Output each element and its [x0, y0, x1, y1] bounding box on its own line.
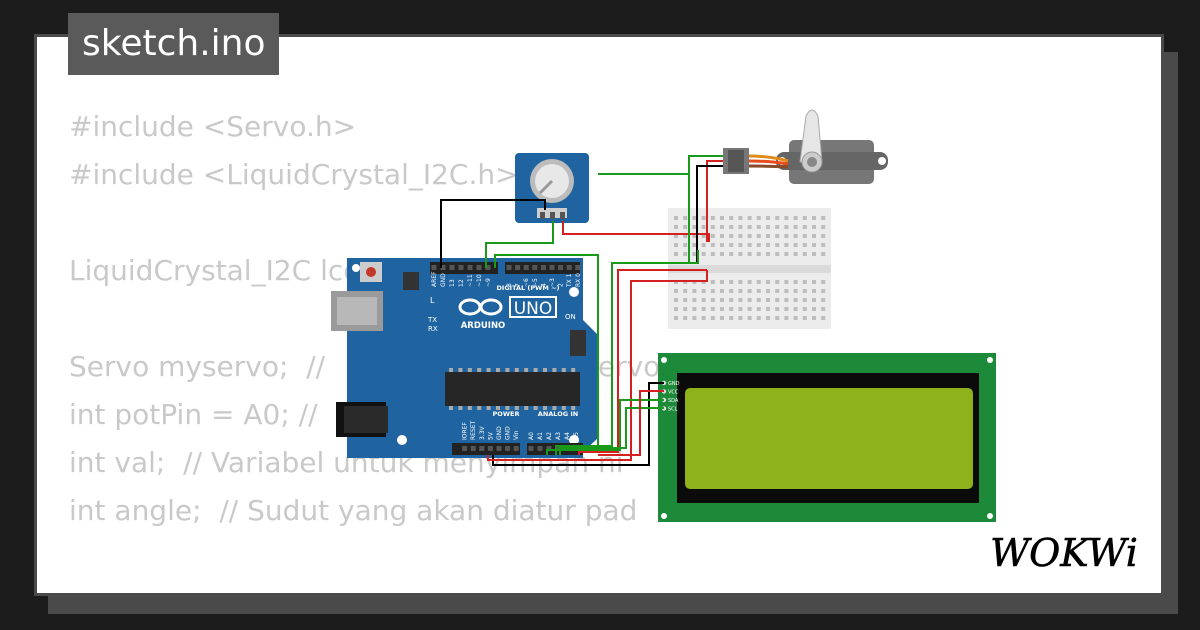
- atmega-chip: [445, 372, 580, 406]
- header-pin[interactable]: [440, 265, 446, 270]
- header-pin[interactable]: [566, 265, 572, 270]
- digital-label: DIGITAL (PWM ~): [497, 284, 560, 292]
- pin-label: RESET: [470, 420, 477, 440]
- pin-label: A1: [537, 432, 544, 440]
- header-pin[interactable]: [458, 265, 464, 270]
- pin-label: A0: [528, 432, 535, 440]
- pin-label: RX 0: [575, 273, 582, 287]
- wire-pot-gnd: [440, 199, 546, 268]
- header-pin[interactable]: [513, 446, 519, 451]
- header-pin[interactable]: [467, 265, 473, 270]
- header-pin[interactable]: [449, 265, 455, 270]
- header-pin[interactable]: [528, 446, 534, 451]
- header-pin[interactable]: [540, 265, 546, 270]
- power-header: [452, 443, 520, 455]
- pin-label: 13: [449, 279, 456, 287]
- pin-label: A5: [573, 432, 580, 440]
- breadboard[interactable]: [668, 208, 831, 329]
- lcd-pin-label: VCC: [668, 390, 679, 396]
- wires: [440, 155, 723, 466]
- pin-label: 2: [558, 283, 565, 287]
- pin-label: GND: [496, 426, 503, 440]
- header-pin[interactable]: [555, 446, 561, 451]
- wokwi-logo: WOKWi: [990, 531, 1138, 576]
- header-pin[interactable]: [476, 265, 482, 270]
- lcd-pin-label: SCL: [668, 407, 678, 413]
- header-pin[interactable]: [506, 265, 512, 270]
- pin-label: A2: [546, 432, 553, 440]
- pin-label: TX 1: [566, 273, 573, 288]
- header-pin[interactable]: [546, 446, 552, 451]
- header-pin[interactable]: [479, 446, 485, 451]
- power-label: POWER: [493, 410, 520, 418]
- wire-servo-signal-path: [494, 254, 599, 445]
- led-l-label: L: [430, 296, 435, 305]
- header-pin[interactable]: [485, 265, 491, 270]
- rx-label: RX: [428, 325, 438, 333]
- pin-label: A4: [564, 432, 571, 440]
- pin-label: IOREF: [462, 422, 469, 440]
- svg-text:WOKWi: WOKWi: [990, 531, 1138, 575]
- header-pin[interactable]: [575, 265, 581, 270]
- analog-label: ANALOG IN: [538, 410, 578, 418]
- pin-label: GND: [505, 426, 512, 440]
- header-pin[interactable]: [496, 446, 502, 451]
- header-pin[interactable]: [558, 265, 564, 270]
- header-pin[interactable]: [549, 265, 555, 270]
- header-pin[interactable]: [431, 265, 437, 270]
- code-line: int potPin = A0; //: [69, 398, 318, 431]
- header-pin[interactable]: [462, 446, 468, 451]
- header-pin[interactable]: [523, 265, 529, 270]
- uno-label: UNO: [514, 299, 553, 319]
- pin-label: ~3: [549, 278, 556, 287]
- wire-lcd-gnd: [492, 382, 664, 466]
- pin-label: 5V: [487, 431, 494, 440]
- wire-lcd-sda: [546, 399, 664, 455]
- pin-label: ~6: [523, 278, 530, 287]
- wire-servo-vcc: [706, 160, 723, 242]
- wire-pot-vcc: [562, 221, 710, 242]
- pin-label: 4: [540, 283, 547, 287]
- pin-label: 3.3V: [479, 425, 486, 440]
- wire-lcd-vcc: [487, 270, 708, 461]
- pin-label: ~5: [532, 278, 539, 287]
- pin-label: GND: [440, 273, 447, 287]
- lcd-1602-i2c[interactable]: GND VCC SDA SCL: [658, 353, 996, 522]
- arduino-infinity-logo: [458, 298, 503, 316]
- sketch-tab[interactable]: sketch.ino: [68, 13, 280, 75]
- potentiometer[interactable]: [515, 153, 589, 223]
- header-pin[interactable]: [487, 446, 493, 451]
- pin-label: ~9: [485, 278, 492, 287]
- pin-label: 8: [506, 283, 513, 287]
- pin-label: A3: [555, 432, 562, 440]
- code-line: #include <Servo.h>: [69, 110, 357, 143]
- on-label: ON: [565, 313, 576, 321]
- pin-label: ~11: [467, 274, 474, 287]
- header-pin[interactable]: [515, 265, 521, 270]
- code-line: int angle; // Sudut yang akan diatur pad: [69, 494, 638, 527]
- wire-lcd-scl: [559, 407, 664, 455]
- header-pin[interactable]: [532, 265, 538, 270]
- header-pin[interactable]: [470, 446, 476, 451]
- code-line: void setup() {: [69, 583, 849, 593]
- tx-label: TX: [427, 316, 437, 324]
- servo-motor[interactable]: [723, 109, 888, 184]
- pin-label: 12: [458, 279, 465, 287]
- pin-label: Vin: [513, 430, 520, 440]
- header-pin[interactable]: [505, 446, 511, 451]
- wire-servo-gnd: [696, 165, 723, 264]
- pin-label: ~10: [476, 274, 483, 287]
- code-line: #include <LiquidCrystal_I2C.h>: [69, 158, 519, 191]
- lcd-pin-label: SDA: [668, 398, 679, 404]
- pin-label: AREF: [431, 271, 438, 287]
- pin-label: 7: [515, 283, 522, 287]
- header-pin[interactable]: [537, 446, 543, 451]
- wire-pot-signal: [485, 221, 554, 268]
- lcd-pin-label: GND: [668, 381, 680, 387]
- arduino-brand: ARDUINO: [461, 321, 506, 331]
